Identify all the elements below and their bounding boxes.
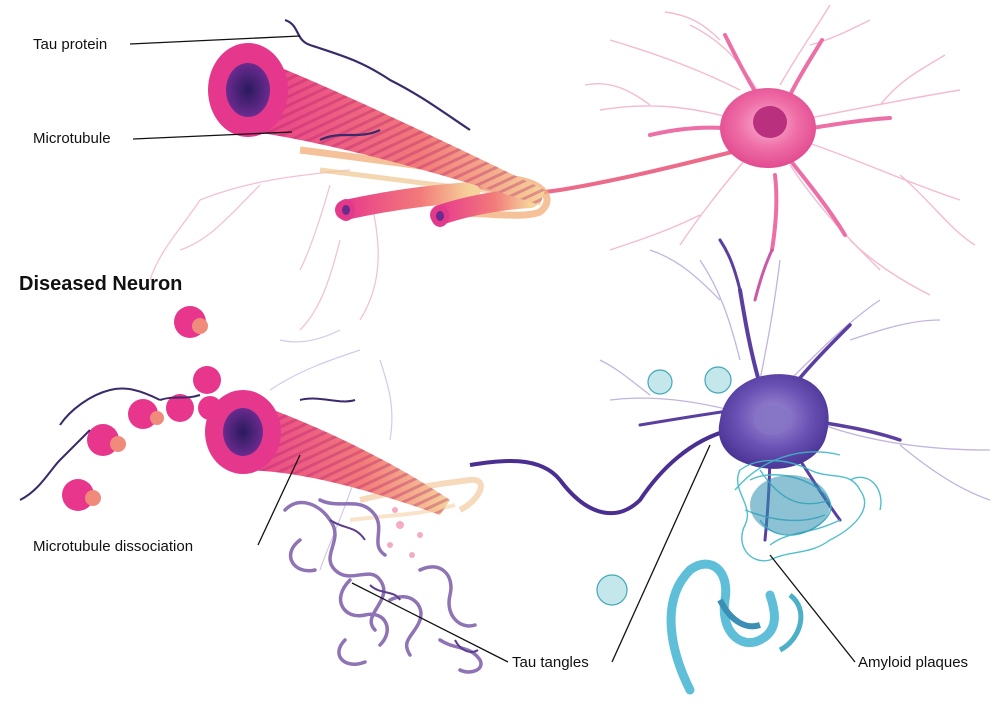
label-microtubule-dissociation: Microtubule dissociation xyxy=(33,538,194,555)
leader-tau-tangles xyxy=(351,582,509,663)
diseased-microtubule xyxy=(205,390,484,558)
diseased-nucleus xyxy=(754,405,790,435)
section-heading-diseased-neuron: Diseased Neuron xyxy=(19,273,183,295)
label-tau-tangles: Tau tangles xyxy=(512,654,589,671)
diseased-neuron xyxy=(469,238,991,542)
leader-tau-tangles-2 xyxy=(611,444,711,663)
amyloid-small-plaques xyxy=(596,366,732,606)
free-tubulin-clusters xyxy=(62,306,222,511)
tau-tangles-dark xyxy=(329,519,479,653)
healthy-microtubule xyxy=(208,18,551,227)
label-microtubule: Microtubule xyxy=(33,130,111,147)
healthy-neuron xyxy=(469,4,976,302)
loose-tau-strands xyxy=(19,387,356,501)
leader-lines xyxy=(129,35,856,663)
label-amyloid-plaques: Amyloid plaques xyxy=(858,654,969,671)
label-tau-protein: Tau protein xyxy=(33,36,108,53)
leader-microtubule xyxy=(132,131,293,140)
healthy-branches xyxy=(149,169,379,331)
tau-protein-strand xyxy=(284,18,471,141)
leader-amyloid-plaques xyxy=(769,554,856,663)
leader-microtubule-dissociation xyxy=(257,454,301,546)
tau-tangles-ribbons xyxy=(283,498,483,674)
amyloid-plaques-cluster xyxy=(666,451,882,695)
leader-tau-protein xyxy=(129,35,301,45)
healthy-nucleus xyxy=(753,106,787,138)
diseased-axon xyxy=(469,428,731,515)
